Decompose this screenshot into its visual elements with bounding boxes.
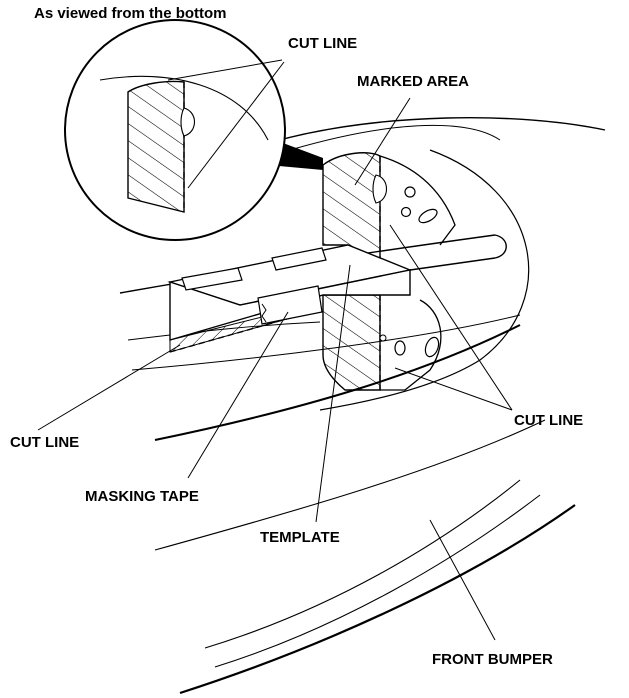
- masking-tape-3: [257, 285, 323, 325]
- bracket-hole-1: [404, 186, 416, 198]
- label-marked-area: MARKED AREA: [357, 73, 469, 90]
- leader-marked-area: [354, 97, 411, 186]
- bumper-front-line-1: [204, 479, 521, 649]
- inset-edge-curve: [99, 75, 269, 141]
- leader-cut-line-left: [37, 344, 181, 431]
- masking-tape-1: [181, 267, 243, 291]
- leader-lines: [37, 59, 513, 641]
- bracket-hole-4: [424, 336, 440, 358]
- label-masking-tape: MASKING TAPE: [85, 488, 199, 505]
- inset-keyhole: [180, 107, 196, 137]
- bumper-upper-edge: [271, 117, 606, 143]
- bracket-hole-2: [400, 206, 412, 218]
- masking-tape-3-tear: [261, 303, 267, 323]
- rail-bottom: [409, 257, 496, 271]
- label-cut-line-top: CUT LINE: [288, 35, 357, 52]
- leader-cut-line-top-1: [167, 59, 283, 81]
- magnified-inset: [64, 19, 323, 241]
- bumper-bottom-line-1: [154, 419, 546, 551]
- label-view-note: As viewed from the bottom: [34, 5, 227, 22]
- masking-tape-2: [271, 247, 327, 271]
- leader-masking-tape: [187, 311, 289, 479]
- marked-area-lower: [322, 294, 381, 391]
- template-piece: [322, 152, 456, 391]
- label-template: TEMPLATE: [260, 529, 340, 546]
- bumper-front-edge: [179, 504, 576, 695]
- bracket-hole-5: [379, 334, 387, 342]
- bracket-outline: [379, 155, 456, 391]
- bumper-upper-inner-edge: [289, 124, 501, 151]
- leader-cut-line-top-2: [187, 61, 285, 189]
- label-cut-line-left: CUT LINE: [10, 434, 79, 451]
- leader-cut-line-right-1: [389, 224, 513, 411]
- rail-end: [494, 234, 507, 259]
- cut-line-dashed-left: [169, 317, 291, 353]
- bumper-right-side: [319, 149, 530, 411]
- leader-template: [315, 264, 351, 523]
- keyhole-slot: [372, 174, 388, 204]
- leader-cut-line-right-2: [394, 367, 513, 411]
- template-strip: [167, 244, 413, 353]
- label-cut-line-right: CUT LINE: [514, 412, 583, 429]
- bracket-slot: [418, 208, 438, 224]
- inset-hatched-area: [127, 80, 185, 213]
- bracket-hole-3: [394, 340, 406, 356]
- label-front-bumper: FRONT BUMPER: [432, 651, 553, 668]
- bumper-front-line-2: [214, 494, 541, 668]
- leader-front-bumper: [429, 519, 496, 641]
